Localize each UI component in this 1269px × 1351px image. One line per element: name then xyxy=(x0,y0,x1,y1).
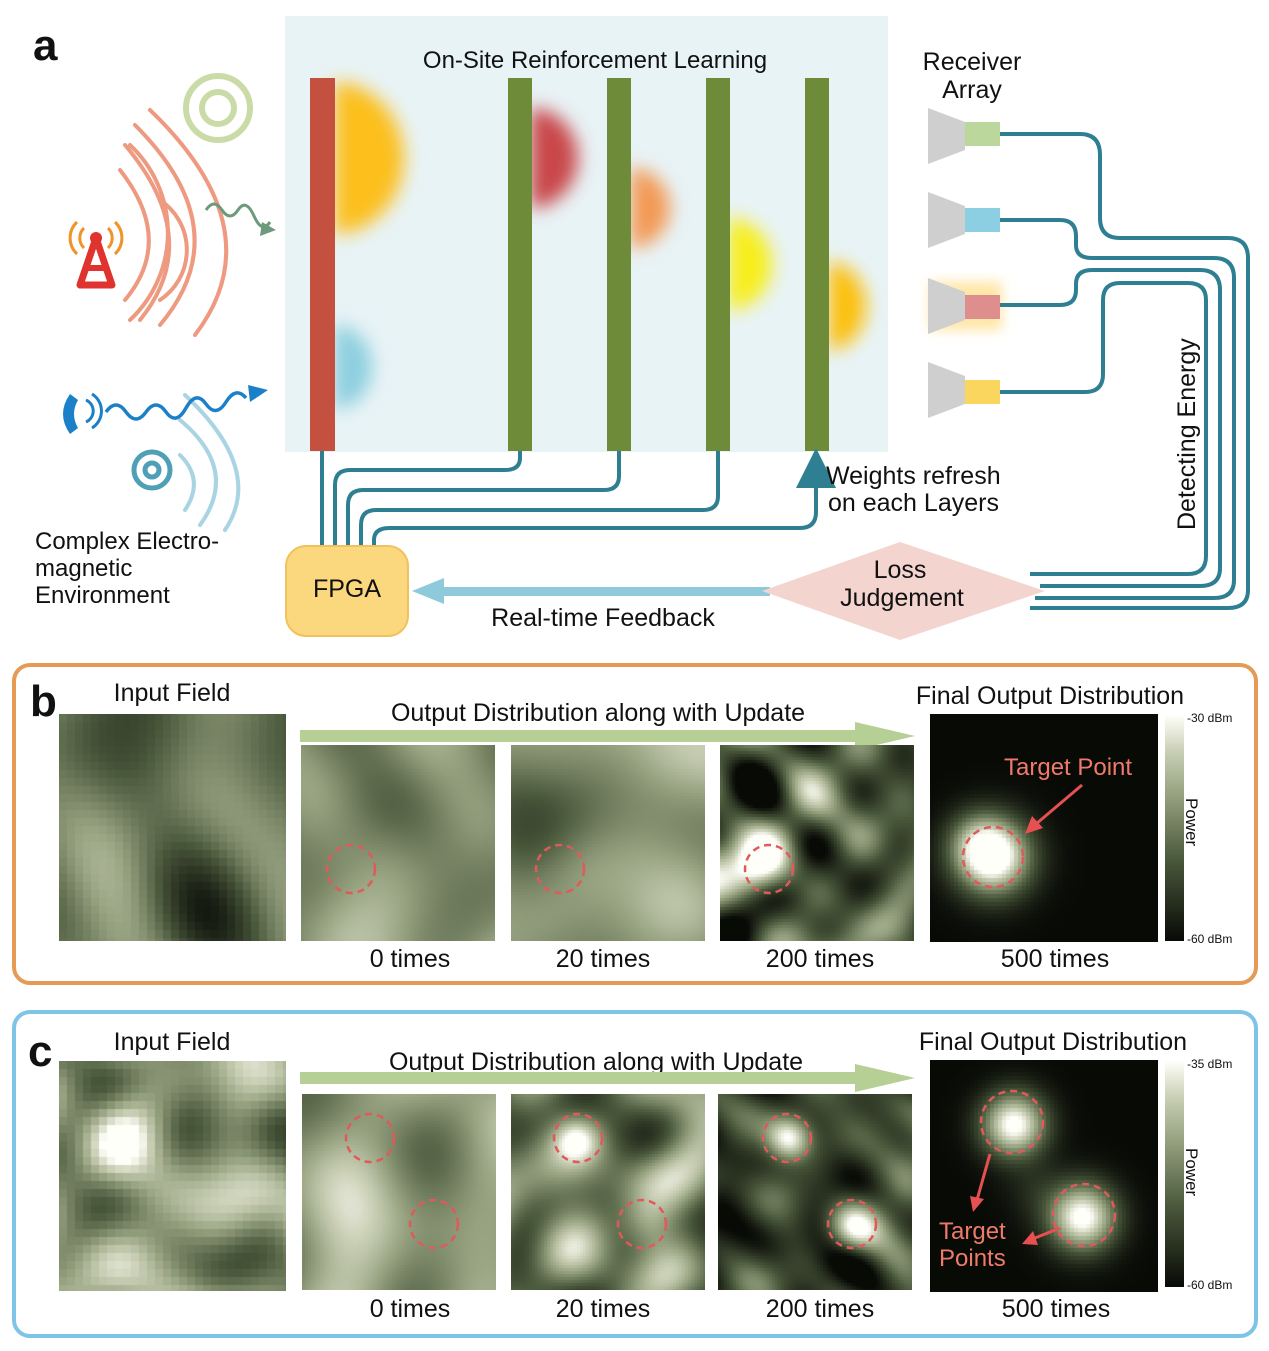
panel-b-input-field-map xyxy=(59,714,286,941)
spot-yellow-final xyxy=(828,262,866,350)
panel-b-letter: b xyxy=(30,677,57,726)
feedback-arrow-shaft xyxy=(440,587,770,596)
panel-c-border xyxy=(12,1010,1258,1338)
panel-b-output-0-map xyxy=(301,745,495,941)
panel-c-output-20-map xyxy=(511,1094,705,1290)
panel-b-input-label: Input Field xyxy=(113,679,231,707)
panel-c-target-label-line1: Target xyxy=(939,1218,1006,1245)
panel-c-time-500: 500 times xyxy=(1001,1295,1111,1323)
panel-b-output-20-map xyxy=(511,745,705,941)
receiver-array xyxy=(928,108,1002,418)
panel-c-colorbar-max: -35 dBm xyxy=(1187,1057,1233,1071)
spot-orange xyxy=(630,168,670,248)
detecting-energy-label: Detecting Energy xyxy=(1173,338,1201,530)
panel-b-border xyxy=(12,663,1258,985)
panel-c-colorbar-min: -60 dBm xyxy=(1187,1278,1233,1292)
panel-b-update-label: Output Distribution along with Update xyxy=(390,699,806,727)
layer-3 xyxy=(706,78,730,451)
layer-4 xyxy=(805,78,829,451)
panel-c-colorbar-title: Power xyxy=(1182,1148,1201,1197)
feedback-arrow-head xyxy=(412,578,444,604)
panel-c-output-200-map xyxy=(718,1094,912,1290)
network-title: On-Site Reinforcement Learning xyxy=(422,47,768,74)
panel-b-colorbar-title: Power xyxy=(1182,798,1201,847)
panel-c-target-label-line2: Points xyxy=(939,1245,1006,1272)
incoming-wave-arrow xyxy=(204,202,272,229)
panel-b-target-label: Target Point xyxy=(1004,754,1133,781)
loss-label-line2: Judgement xyxy=(840,584,964,612)
fpga-wires xyxy=(320,448,836,548)
feedback-label: Real-time Feedback xyxy=(491,604,715,632)
fpga-label: FPGA xyxy=(312,575,382,603)
panel-c-update-label: Output Distribution along with Update xyxy=(388,1048,804,1076)
panel-b-colorbar-min: -60 dBm xyxy=(1187,932,1233,946)
panel-b-colorbar-max: -30 dBm xyxy=(1187,711,1233,725)
fpga-box xyxy=(285,545,409,637)
panel-c-input-label: Input Field xyxy=(113,1028,231,1056)
panel-b-colorbar xyxy=(1165,715,1184,941)
panel-b-final-label: Final Output Distribution xyxy=(915,682,1185,710)
panel-c-colorbar xyxy=(1165,1061,1184,1287)
spot-red xyxy=(530,108,578,208)
environment-label-line3: Environment xyxy=(35,582,170,609)
receiver-label-line2: Array xyxy=(942,76,1002,104)
panel-c-time-20: 20 times xyxy=(555,1295,651,1323)
spot-yellow-large xyxy=(334,82,404,234)
panel-c-update-arrow xyxy=(300,1064,915,1092)
panel-b-final-output-map xyxy=(930,714,1158,942)
panel-b-time-20: 20 times xyxy=(555,945,651,973)
layer-2 xyxy=(607,78,631,451)
layer-1 xyxy=(508,78,532,451)
panel-c-output-0-map xyxy=(302,1094,496,1290)
panel-c-input-field-map xyxy=(59,1061,286,1291)
environment-label-line2: magnetic xyxy=(35,555,133,582)
panel-b-time-500: 500 times xyxy=(1000,945,1110,973)
spot-blue xyxy=(334,325,372,409)
phone-icon xyxy=(63,392,103,434)
weights-label-line1: Weights refresh xyxy=(826,462,1001,490)
network-background xyxy=(285,16,888,452)
phone-signal-arrow xyxy=(104,391,248,421)
detection-wires xyxy=(1000,132,1250,610)
antenna-tower-icon xyxy=(68,220,124,289)
panel-c-final-label: Final Output Distribution xyxy=(918,1028,1188,1056)
panel-a-letter: a xyxy=(33,21,58,70)
panel-c-time-0: 0 times xyxy=(369,1295,451,1323)
signal-rings-icon xyxy=(183,73,253,143)
input-layer xyxy=(310,78,335,451)
panel-b-time-200: 200 times xyxy=(765,945,875,973)
panel-c-letter: c xyxy=(28,1027,53,1076)
environment-label-line1: Complex Electro- xyxy=(35,528,220,555)
panel-c-time-200: 200 times xyxy=(765,1295,875,1323)
loss-label-line1: Loss xyxy=(873,556,927,584)
panel-a-diagram xyxy=(63,16,1250,640)
panel-b-output-200-map xyxy=(720,745,914,941)
panel-b-update-arrow xyxy=(300,722,915,750)
loss-judgement-diamond xyxy=(762,542,1045,640)
spot-yellow-bright xyxy=(728,218,772,310)
receiver-label-line1: Receiver xyxy=(922,48,1022,76)
rings-blue-icon xyxy=(131,449,173,491)
panel-b-time-0: 0 times xyxy=(369,945,451,973)
weights-label-line2: on each Layers xyxy=(828,489,999,517)
